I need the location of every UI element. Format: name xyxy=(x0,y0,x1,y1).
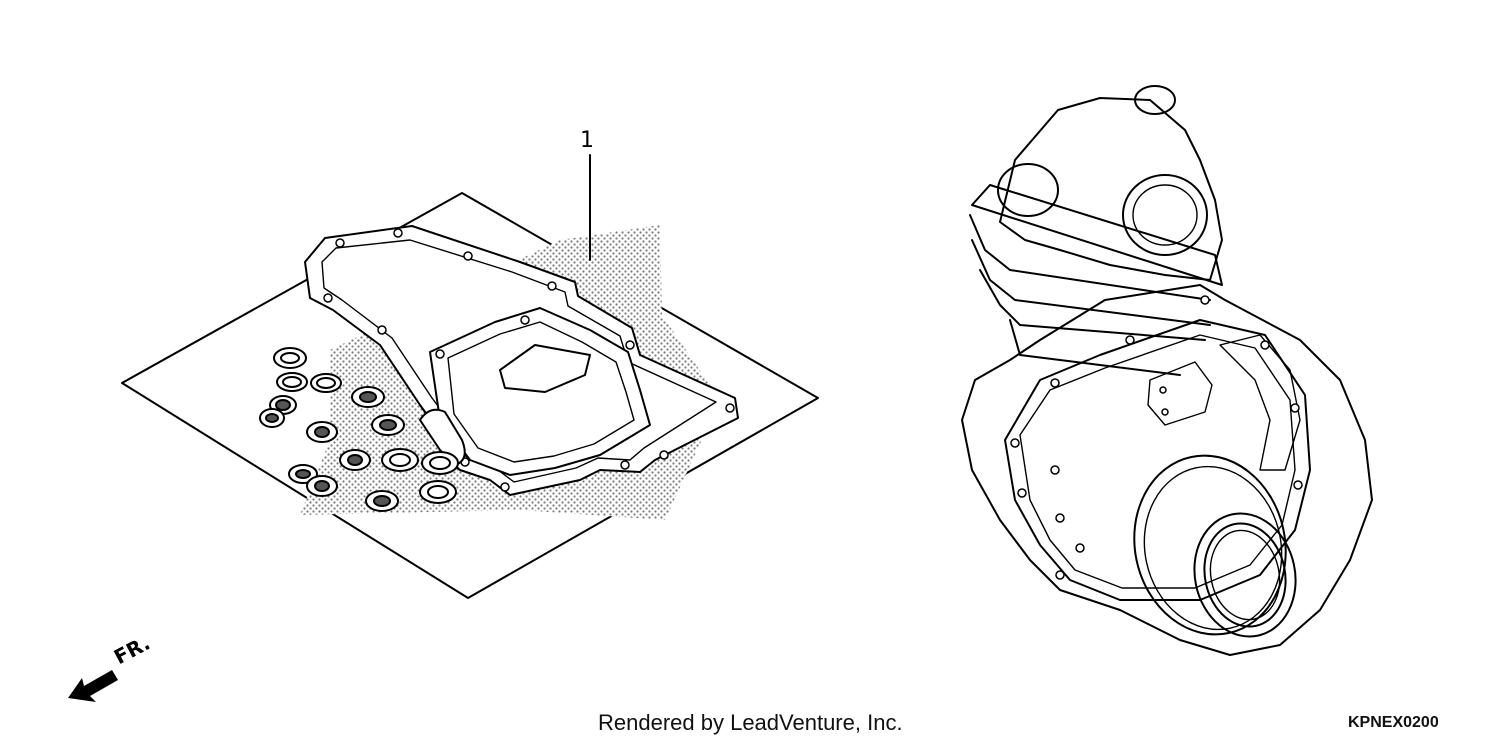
o-rings xyxy=(259,347,459,512)
callout-number[interactable]: 1 xyxy=(580,128,594,153)
exhaust-port xyxy=(1122,174,1208,256)
side-gasket xyxy=(1219,334,1301,471)
large-o-ring-inner xyxy=(1143,465,1283,631)
cylinder-head xyxy=(999,97,1223,281)
intake-port xyxy=(997,163,1059,217)
credit-text: Rendered by LeadVenture, Inc. xyxy=(598,710,903,735)
arrow-left-down-icon xyxy=(68,670,118,702)
gasket-kit[interactable] xyxy=(121,192,819,599)
cylinder-gasket-outline xyxy=(1147,361,1213,426)
cylinder-fins xyxy=(969,184,1223,376)
engine-bolts xyxy=(1010,295,1303,580)
crankcase xyxy=(961,284,1373,656)
output-seal xyxy=(1193,512,1297,638)
large-o-ring xyxy=(1133,454,1287,636)
head-cap xyxy=(1134,85,1176,115)
diagram-code: KPNEX0200 xyxy=(1348,714,1439,731)
bolt-holes xyxy=(323,228,735,492)
engine-illustration[interactable] xyxy=(961,85,1373,656)
cover-gasket-inner xyxy=(447,321,635,463)
plate-gasket xyxy=(499,344,591,393)
